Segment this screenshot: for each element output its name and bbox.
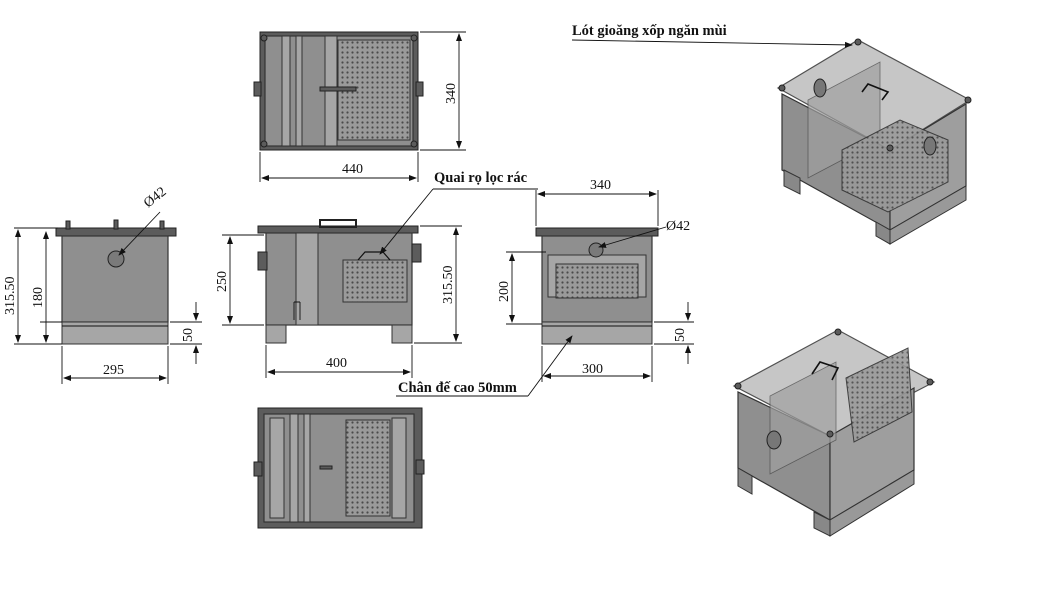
iso-view-bottom	[732, 328, 936, 537]
right-50-dim: 50	[673, 328, 688, 342]
front-total-dim: 315.50	[441, 266, 456, 305]
front-width-dim: 400	[326, 356, 347, 371]
bottom-view	[253, 407, 425, 529]
left-phi-dim: Ø42	[141, 184, 169, 211]
right-phi-dim: Ø42	[666, 219, 690, 234]
front-250-dim: 250	[215, 271, 230, 292]
iso-view-top: Lót gioăng xốp ngăn mùi	[571, 23, 972, 245]
left-view: Ø42 315.50 180 295 50	[3, 184, 202, 384]
top-height-dim: 340	[444, 83, 459, 104]
left-50-dim: 50	[181, 328, 196, 342]
left-180-dim: 180	[31, 287, 46, 308]
base-label: Chân đế cao 50mm	[398, 380, 517, 396]
left-total-dim: 315.50	[3, 277, 18, 316]
left-width-dim: 295	[103, 363, 124, 378]
right-200-dim: 200	[497, 281, 512, 302]
top-width-dim: 440	[342, 162, 363, 177]
gasket-label: Lót gioăng xốp ngăn mùi	[572, 23, 727, 39]
basket-handle-label: Quai rọ lọc rác	[434, 170, 528, 186]
right-view: Ø42 340 300 200 50 Chân đế cao 50mm	[396, 178, 694, 397]
right-top-dim: 340	[590, 178, 611, 193]
top-view: 440 340	[253, 31, 466, 182]
right-bottom-dim: 300	[582, 362, 603, 377]
front-view: Quai rọ lọc rác 250 400 315.50	[215, 170, 538, 378]
